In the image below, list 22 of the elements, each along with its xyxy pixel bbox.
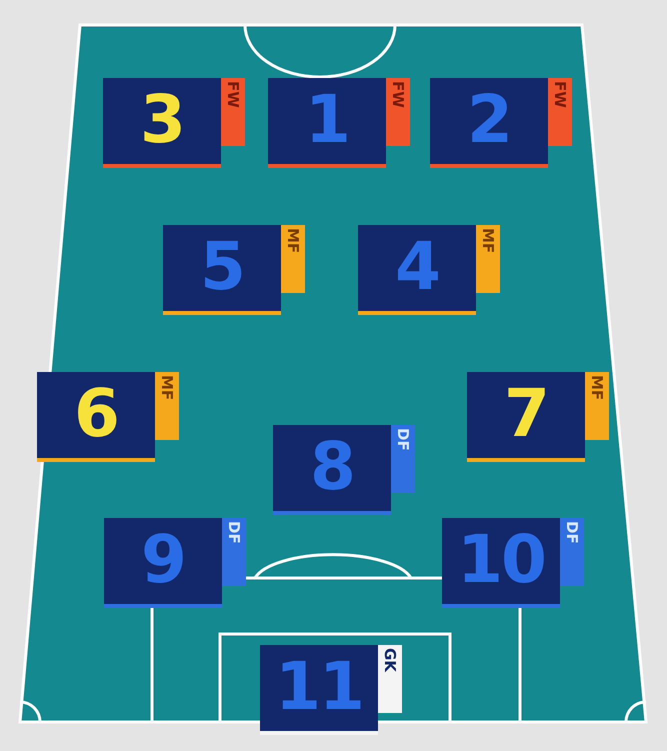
player-card: 3 FW — [103, 78, 245, 168]
player-number: 10 — [456, 520, 546, 600]
player-number: 2 — [466, 80, 512, 160]
player-number: 11 — [274, 647, 364, 727]
player-number: 4 — [394, 227, 440, 307]
player-number: 7 — [503, 374, 549, 454]
player-number: 6 — [73, 374, 119, 454]
player-number: 5 — [199, 227, 245, 307]
player-card: 1 FW — [268, 78, 410, 168]
player-card: 6 MF — [37, 372, 179, 462]
player-card: 7 MF — [467, 372, 609, 462]
player-card: 5 MF — [163, 225, 305, 315]
player-number: 9 — [140, 520, 186, 600]
player-number: 3 — [139, 80, 185, 160]
player-number: 1 — [304, 80, 350, 160]
player-card: 8 DF — [273, 425, 415, 515]
player-card: 9 DF — [104, 518, 246, 608]
player-card: 10 DF — [442, 518, 584, 608]
player-card: 4 MF — [358, 225, 500, 315]
player-card: 2 FW — [430, 78, 572, 168]
player-number: 8 — [309, 427, 355, 507]
player-card: 11 GK — [260, 645, 402, 735]
